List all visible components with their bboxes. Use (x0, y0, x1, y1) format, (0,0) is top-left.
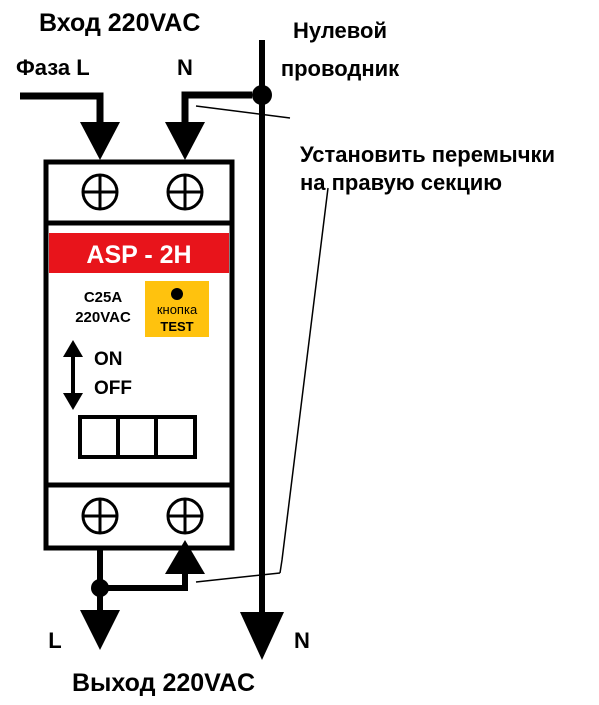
jumper-arrow-up (165, 540, 205, 574)
neutral-input-wire (181, 91, 252, 125)
on-label: ON (94, 349, 123, 370)
l-output-arrow (80, 610, 120, 650)
jumper-label-line1: Установить перемычки (300, 142, 555, 167)
test-button-dot (171, 288, 183, 300)
n-bottom-label: N (294, 628, 310, 653)
rating-current: C25A (84, 289, 123, 306)
neutral-input-arrow (165, 122, 205, 160)
test-label-line1: кнопка (157, 302, 198, 317)
bottom-terminal-l (81, 497, 119, 535)
neutral-output-arrow (240, 612, 284, 660)
phase-input-arrow (80, 122, 120, 160)
output-label: Выход 220VAC (72, 669, 255, 697)
callout-leader-curve (279, 187, 329, 574)
n-top-label: N (177, 55, 193, 80)
callout-leader-top (195, 105, 291, 119)
phase-input-wire (20, 92, 104, 125)
callout-leader-bottom (195, 572, 281, 583)
neutral-junction-dot-top (252, 85, 272, 105)
neutral-label-line1: Нулевой (293, 18, 387, 43)
phase-label: Фаза L (16, 55, 90, 80)
toggle-window (78, 415, 197, 459)
test-label-line2: TEST (160, 319, 193, 334)
top-terminal-l (81, 173, 119, 211)
model-band (49, 233, 229, 273)
top-terminal-n (166, 173, 204, 211)
jumper-wire (100, 572, 188, 591)
neutral-label-line2: проводник (281, 56, 400, 81)
bottom-terminal-n (166, 497, 204, 535)
input-label: Вход 220VAC (39, 9, 200, 37)
l-bottom-label: L (48, 628, 61, 653)
off-label: OFF (94, 378, 132, 399)
on-off-double-arrow (63, 340, 83, 410)
jumper-label-line2: на правую секцию (300, 170, 502, 195)
rating-voltage: 220VAC (75, 309, 131, 326)
model-label: ASP - 2H (86, 241, 191, 269)
